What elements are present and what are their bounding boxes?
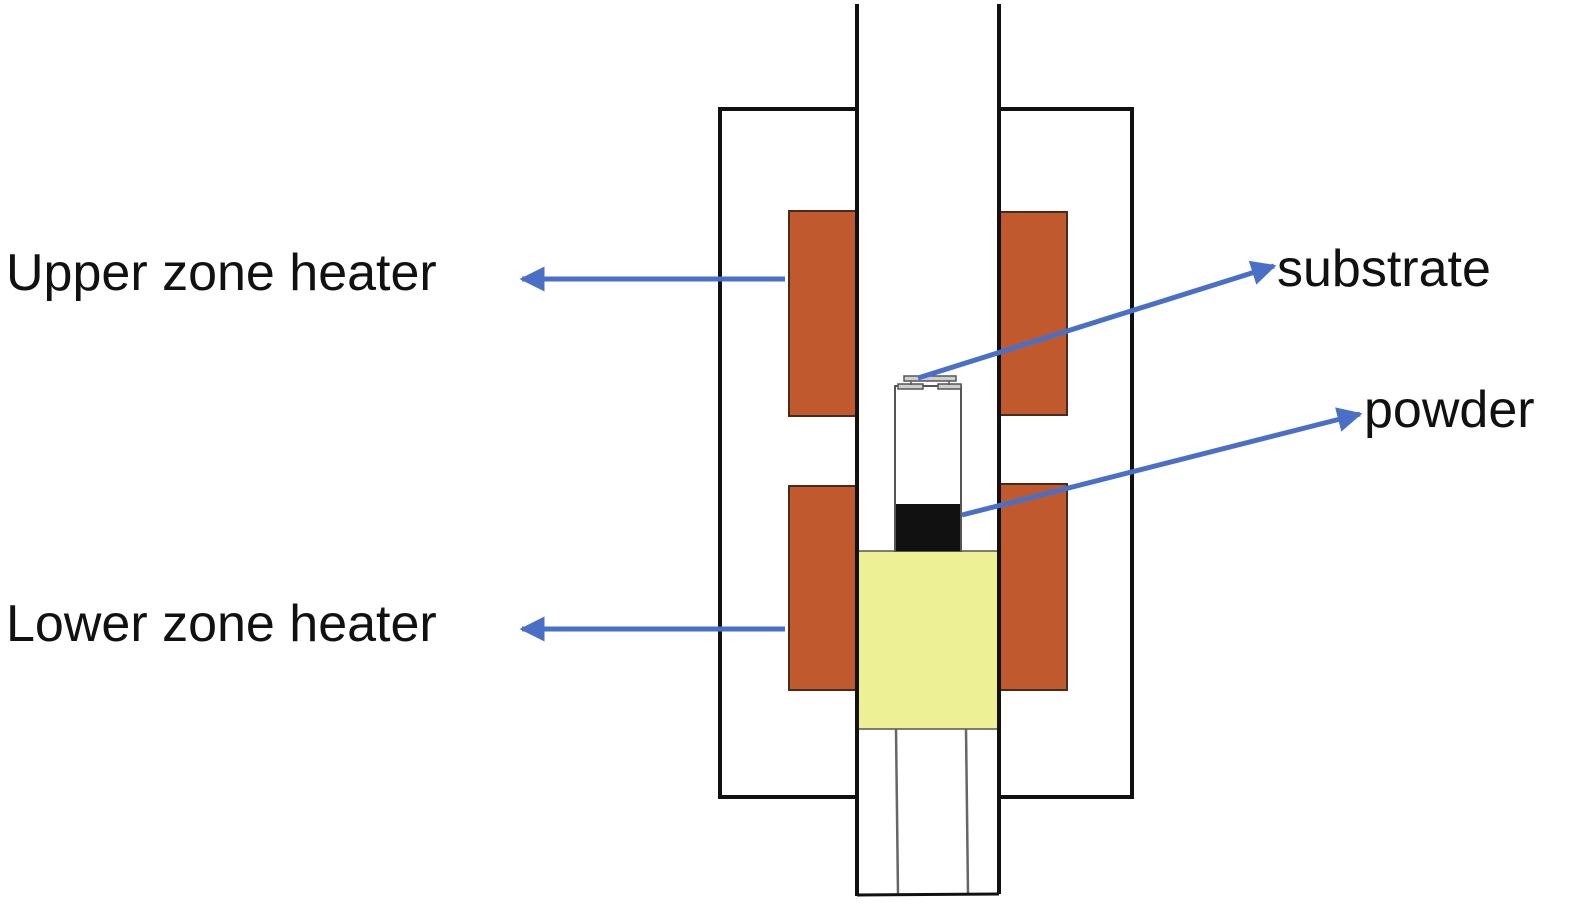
label-powder: powder	[1364, 381, 1535, 439]
upper-heater-left	[788, 210, 858, 417]
arrow-powder	[961, 407, 1363, 518]
powder	[896, 504, 960, 551]
lower-heater-left	[788, 485, 858, 691]
sample-holder	[857, 550, 1000, 730]
arrow-substrate	[917, 260, 1277, 381]
tube-bottom	[856, 892, 1000, 897]
support-rod-left	[894, 728, 900, 895]
label-upper-zone-heater: Upper zone heater	[6, 244, 437, 302]
furnace-body-left	[718, 107, 857, 799]
label-lower-zone-heater: Lower zone heater	[6, 595, 437, 653]
support-rod-right	[964, 728, 970, 895]
upper-heater-right	[999, 211, 1068, 416]
furnace-body-right	[1000, 107, 1134, 799]
lower-heater-right	[999, 483, 1068, 691]
label-substrate: substrate	[1277, 240, 1491, 298]
